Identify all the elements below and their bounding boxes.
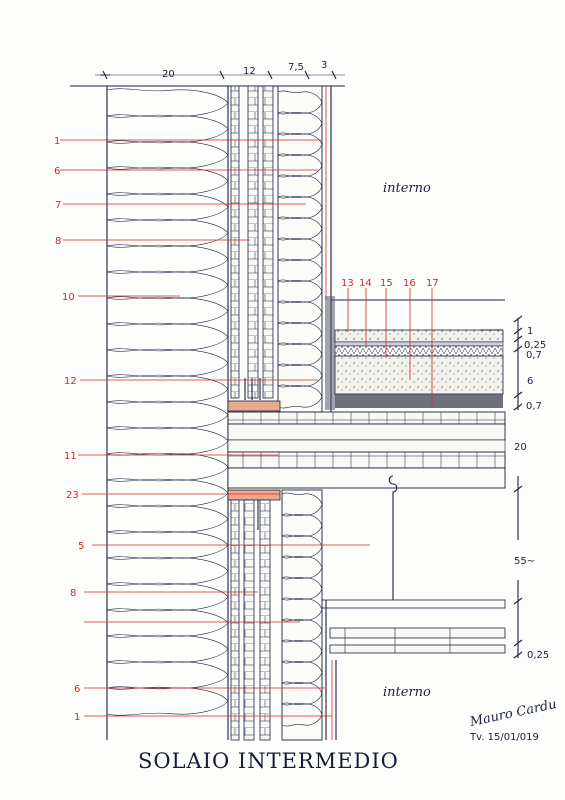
insulation-hatch xyxy=(281,660,323,685)
insulation-hatch xyxy=(281,618,323,643)
inner-insulation-upper xyxy=(277,85,323,413)
insulation-hatch xyxy=(277,153,323,178)
insulation-hatch xyxy=(281,492,323,517)
insulation-hatch xyxy=(106,426,229,456)
masonry-lower xyxy=(230,499,271,741)
callout-leaders xyxy=(60,139,433,717)
insulation-hatch xyxy=(106,166,229,196)
callout-11: 11 xyxy=(64,451,77,462)
dim-6: 6 xyxy=(527,376,533,387)
callout-1-top: 1 xyxy=(54,136,60,147)
insulation-hatch xyxy=(277,111,323,136)
callout-17: 17 xyxy=(426,278,439,289)
insulation-hatch xyxy=(277,132,323,157)
insulation-hatch xyxy=(277,363,323,388)
dim-20-slab: 20 xyxy=(514,442,527,453)
insulation-hatch xyxy=(106,244,229,274)
inner-insulation-lower xyxy=(281,489,323,741)
signature: Mauro Cardu xyxy=(468,697,558,730)
drawing-title: SOLAIO INTERMEDIO xyxy=(138,749,399,773)
insulation-coat xyxy=(106,86,229,740)
insulation-hatch xyxy=(277,342,323,367)
insulation-hatch xyxy=(106,140,229,170)
callout-1-bottom: 1 xyxy=(74,712,80,723)
timber-plate-lower xyxy=(227,489,281,501)
insulation-hatch xyxy=(277,384,323,409)
insulation-hatch xyxy=(106,296,229,326)
dim-0-25-top: 0,25 xyxy=(524,340,546,351)
insulation-hatch xyxy=(281,534,323,559)
dim-7-5: 7,5 xyxy=(288,62,304,73)
callout-6-bottom: 6 xyxy=(74,684,80,695)
callout-5: 5 xyxy=(78,541,84,552)
masonry-upper xyxy=(230,85,274,399)
callout-13: 13 xyxy=(341,278,354,289)
insulation-hatch xyxy=(106,634,229,664)
insulation-hatch xyxy=(277,279,323,304)
callout-8-bottom: 8 xyxy=(70,588,76,599)
insulation-hatch xyxy=(277,258,323,283)
insulation-hatch xyxy=(281,702,323,727)
top-dimension-chain xyxy=(95,70,345,80)
dim-20: 20 xyxy=(162,69,175,80)
insulation-hatch xyxy=(106,582,229,612)
insulation-hatch xyxy=(106,348,229,378)
dim-3: 3 xyxy=(321,60,327,71)
insulation-hatch xyxy=(281,597,323,622)
callout-16: 16 xyxy=(403,278,416,289)
insulation-hatch xyxy=(277,321,323,346)
insulation-hatch xyxy=(106,88,229,118)
callout-6-top: 6 xyxy=(54,166,60,177)
insulation-hatch xyxy=(277,237,323,262)
timber-plate-upper xyxy=(227,400,281,412)
insulation-hatch xyxy=(106,478,229,508)
callout-23: 23 xyxy=(66,490,79,501)
insulation-hatch xyxy=(281,513,323,538)
insulation-hatch xyxy=(106,114,229,144)
callout-8-top: 8 xyxy=(55,236,61,247)
callout-7: 7 xyxy=(55,200,61,211)
callout-10: 10 xyxy=(62,292,75,303)
insulation-hatch xyxy=(277,90,323,115)
insulation-hatch xyxy=(277,195,323,220)
callout-14: 14 xyxy=(359,278,372,289)
insulation-hatch xyxy=(106,608,229,638)
insulation-hatch xyxy=(281,555,323,580)
right-dimension-chain xyxy=(513,315,523,659)
label-interno-top: interno xyxy=(383,181,431,196)
insulation-hatch xyxy=(106,400,229,430)
insulation-hatch xyxy=(277,300,323,325)
dim-0-25-bottom: 0,25 xyxy=(527,650,549,661)
insulation-hatch xyxy=(277,216,323,241)
insulation-hatch xyxy=(281,576,323,601)
insulation-hatch xyxy=(106,660,229,690)
insulation-hatch xyxy=(106,270,229,300)
insulation-hatch xyxy=(106,556,229,586)
floor-package xyxy=(325,296,504,410)
insulation-hatch xyxy=(106,218,229,248)
label-interno-bottom: interno xyxy=(383,685,431,700)
dim-1: 1 xyxy=(527,326,533,337)
dim-0-7-top: 0,7 xyxy=(526,350,542,361)
dim-0-7-bottom: 0,7 xyxy=(526,401,542,412)
insulation-hatch xyxy=(106,192,229,222)
insulation-hatch xyxy=(106,322,229,352)
dim-12: 12 xyxy=(243,66,256,77)
callout-12: 12 xyxy=(64,376,77,387)
insulation-hatch xyxy=(281,681,323,706)
callout-15: 15 xyxy=(380,278,393,289)
insulation-hatch xyxy=(281,639,323,664)
insulation-hatch xyxy=(106,374,229,404)
slab xyxy=(227,411,506,489)
insulation-hatch xyxy=(106,452,229,482)
insulation-hatch xyxy=(106,504,229,534)
dim-55: 55~ xyxy=(514,556,535,567)
suspended-ceiling xyxy=(319,475,506,654)
insulation-hatch xyxy=(106,686,229,716)
date: Tv. 15/01/019 xyxy=(469,732,539,743)
insulation-hatch xyxy=(277,174,323,199)
